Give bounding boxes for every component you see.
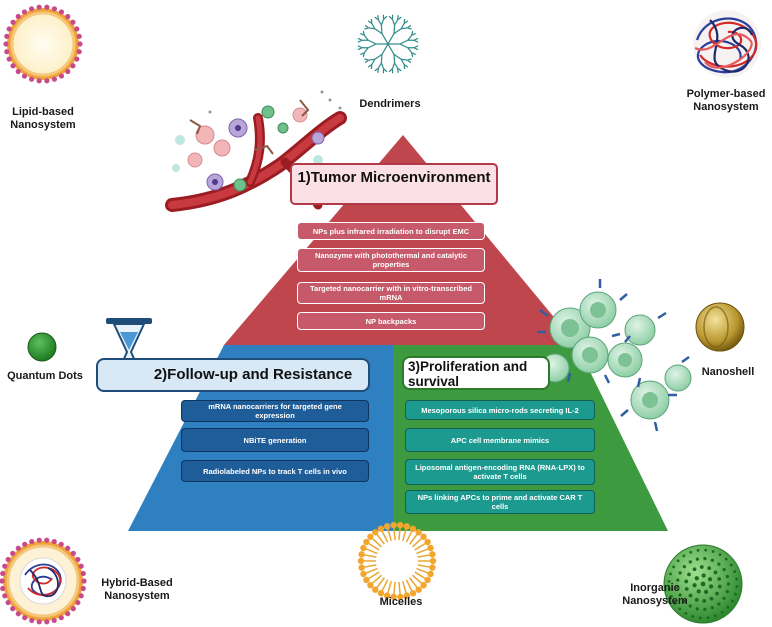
tumor-title-box: 1)Tumor Microenvironment [290, 163, 498, 205]
proliferation-item: Mesoporous silica micro-rods secreting I… [405, 400, 595, 420]
tumor-item: Nanozyme with photothermal and catalytic… [297, 248, 485, 272]
lipid-nanoparticle-icon [3, 4, 83, 84]
dendrimers-label: Dendrimers [359, 98, 421, 110]
followup-title: 2)Follow-up and Resistance [153, 366, 353, 383]
quantum-label: Quantum Dots [7, 370, 83, 382]
t-cell-cluster-illustration [531, 279, 692, 432]
inorganic-nanoparticle-icon [663, 544, 743, 624]
proliferation-item: Liposomal antigen-encoding RNA (RNA-LPX)… [405, 459, 595, 485]
quantum-dot-icon [27, 332, 57, 362]
nanoshell-label: Nanoshell [701, 366, 755, 378]
polymer-icon [693, 10, 761, 78]
tumor-title: 1)Tumor Microenvironment [297, 169, 491, 186]
proliferation-title: 3)Proliferation and survival [408, 359, 528, 389]
micelle-icon [357, 521, 437, 601]
tumor-item: NPs plus infrared irradiation to disrupt… [297, 222, 485, 240]
polymer-label: Polymer-based Nanosystem [686, 88, 766, 113]
proliferation-item: NPs linking APCs to prime and activate C… [405, 490, 595, 514]
hybrid-label: Hybrid-Based Nanosystem [101, 577, 173, 602]
tumor-item: Targeted nanocarrier with in vitro-trans… [297, 282, 485, 304]
proliferation-title-box: 3)Proliferation and survival [402, 356, 550, 390]
tumor-vessel-illustration [165, 90, 347, 212]
followup-item: Radiolabeled NPs to track T cells in viv… [181, 460, 369, 482]
proliferation-item: APC cell membrane mimics [405, 428, 595, 452]
followup-item: NBiTE generation [181, 428, 369, 452]
followup-item: mRNA nanocarriers for targeted gene expr… [181, 400, 369, 422]
dendrimer-icon [357, 14, 419, 74]
lipid-label: Lipid-based Nanosystem [10, 106, 76, 131]
hybrid-nanoparticle-icon [0, 537, 87, 625]
followup-title-box: 2)Follow-up and Resistance [96, 358, 370, 392]
micelles-label: Micelles [379, 596, 423, 608]
nanoshell-icon [695, 302, 745, 352]
tumor-item: NP backpacks [297, 312, 485, 330]
inorganic-label: Inorganic Nanosystem [622, 582, 688, 607]
